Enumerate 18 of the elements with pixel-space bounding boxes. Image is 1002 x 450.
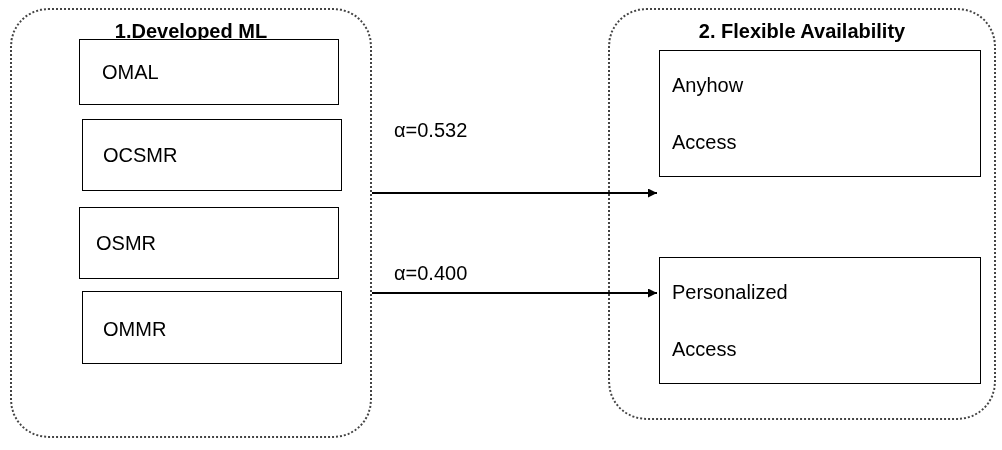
text-box bbox=[659, 50, 981, 177]
box-label: OMMR bbox=[103, 317, 168, 341]
box-label: Personalized Access bbox=[672, 280, 789, 362]
group-panel bbox=[608, 8, 996, 420]
box-label: Anyhow Access bbox=[672, 73, 745, 155]
box-label: OCSMR bbox=[103, 143, 179, 167]
text-box bbox=[82, 291, 342, 364]
text-box bbox=[79, 207, 339, 279]
text-box bbox=[79, 39, 339, 105]
group-heading: 2. Flexible Availability bbox=[697, 20, 907, 43]
arrow bbox=[371, 188, 658, 198]
box-label: OMAL bbox=[102, 60, 160, 84]
group-heading: 1.Developed ML bbox=[113, 20, 269, 43]
arrow bbox=[371, 288, 658, 298]
group-panel bbox=[10, 8, 372, 438]
box-label: OSMR bbox=[96, 231, 157, 255]
text-box bbox=[82, 119, 342, 191]
text-box bbox=[659, 257, 981, 384]
